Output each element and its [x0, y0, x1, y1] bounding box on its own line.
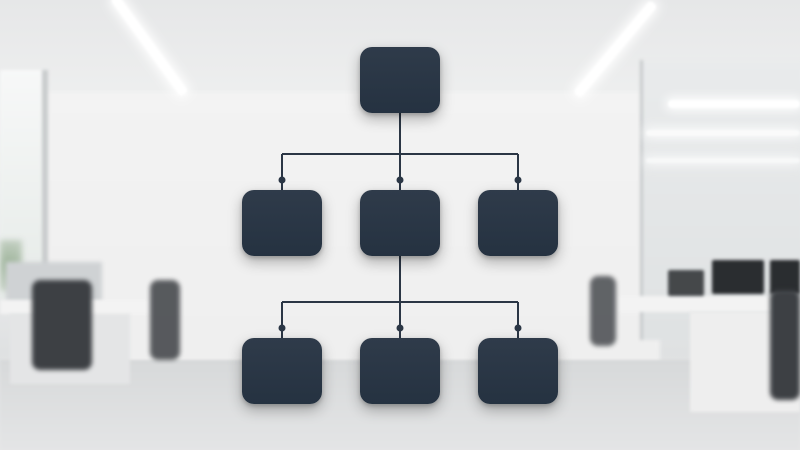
- office-chair: [32, 280, 92, 370]
- connector-dot: [396, 324, 404, 332]
- office-chair: [770, 290, 800, 400]
- ceiling-light: [646, 158, 800, 163]
- connector-dot: [278, 324, 286, 332]
- office-chair: [590, 276, 616, 346]
- monitor: [770, 260, 800, 294]
- org-node-l3-c: [478, 338, 558, 404]
- org-node-l3-a: [242, 338, 322, 404]
- connector-dot: [514, 176, 522, 184]
- connector-dot: [514, 324, 522, 332]
- monitor: [712, 260, 764, 294]
- org-node-l2-c: [478, 190, 558, 256]
- org-node-l3-b: [360, 338, 440, 404]
- ceiling-light: [668, 100, 800, 108]
- connector-dot: [396, 176, 404, 184]
- org-node-root: [360, 47, 440, 113]
- desk: [618, 296, 800, 312]
- org-node-l2-b: [360, 190, 440, 256]
- monitor: [668, 270, 704, 296]
- office-chair: [150, 280, 180, 360]
- ceiling-light: [646, 130, 800, 136]
- connector-dot: [278, 176, 286, 184]
- org-node-l2-a: [242, 190, 322, 256]
